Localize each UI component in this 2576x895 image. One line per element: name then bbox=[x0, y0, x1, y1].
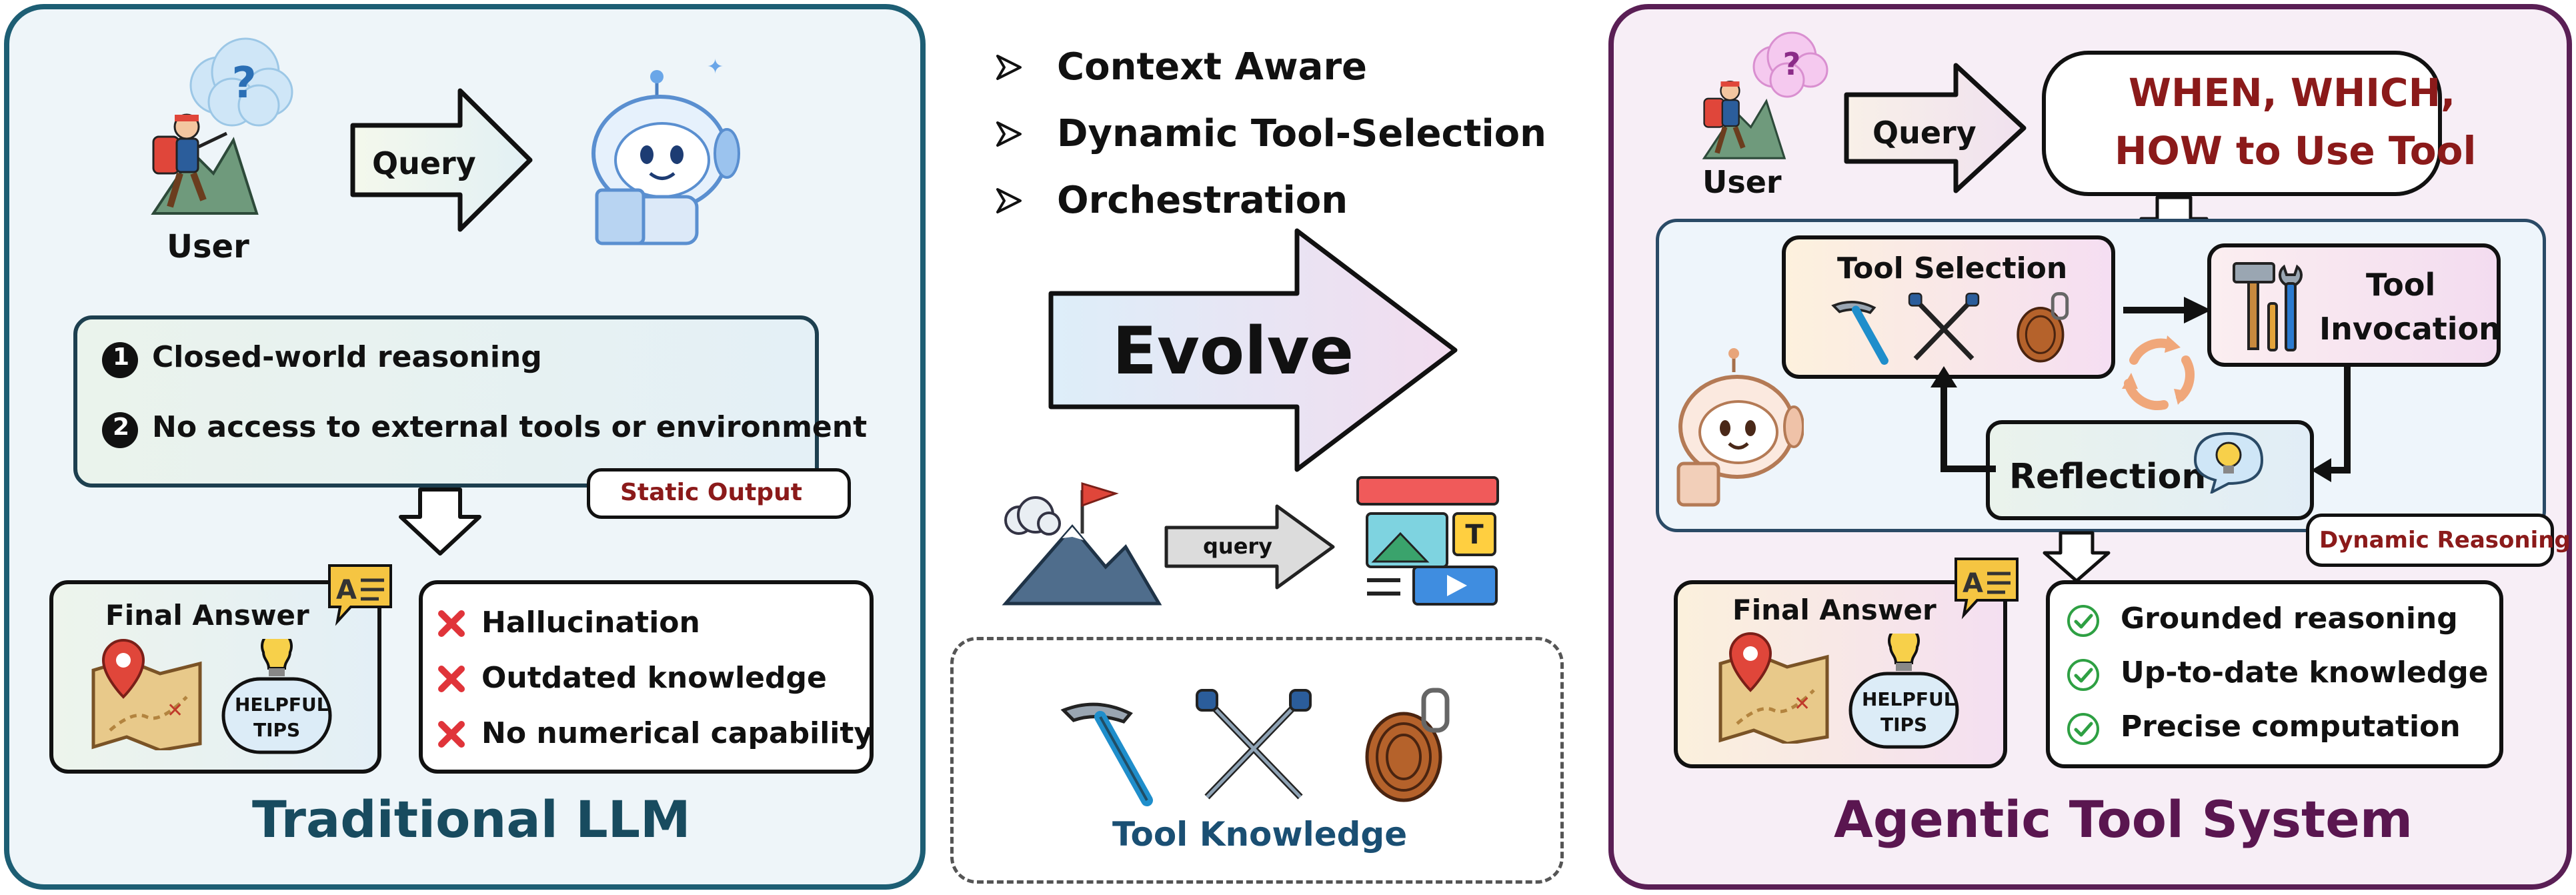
tool-selection-box bbox=[1782, 235, 2115, 379]
down-arrow bbox=[399, 488, 481, 556]
number-badge-1 bbox=[102, 342, 138, 378]
query-small-label: query bbox=[1203, 534, 1273, 559]
user-label-right: User bbox=[1702, 164, 1782, 200]
helpful-tips-icon bbox=[1848, 634, 1959, 749]
svg-text:A: A bbox=[336, 575, 357, 606]
trekking-poles-icon bbox=[1908, 292, 1980, 361]
svg-text:✕: ✕ bbox=[167, 699, 183, 722]
tool-knowledge-box bbox=[950, 637, 1564, 884]
svg-text:✕: ✕ bbox=[1794, 692, 1810, 716]
trekking-poles-icon bbox=[1196, 689, 1312, 800]
helpful-tips-icon bbox=[221, 639, 332, 754]
arrow-up-left bbox=[1930, 366, 1996, 472]
cross-icon bbox=[438, 721, 465, 748]
static-output-label: Static Output bbox=[620, 479, 802, 506]
question-box bbox=[2042, 51, 2442, 196]
question-line-2: HOW to Use Tool bbox=[2115, 128, 2477, 173]
check-icon bbox=[2067, 605, 2099, 637]
final-answer-label-right: Final Answer bbox=[1732, 594, 1937, 626]
arrowhead-icon bbox=[996, 188, 1022, 213]
lightbulb-icon bbox=[2193, 431, 2264, 494]
hiker-icon bbox=[1702, 80, 1786, 159]
tool-selection-label: Tool Selection bbox=[1837, 251, 2068, 285]
query-label-right: Query bbox=[1872, 115, 1977, 151]
tool-invocation-line-1: Tool bbox=[2366, 267, 2436, 303]
svg-text:T: T bbox=[1465, 520, 1484, 550]
check-icon bbox=[2067, 659, 2099, 691]
question-cloud-icon: ? bbox=[1752, 31, 1828, 98]
user-label: User bbox=[167, 228, 249, 265]
helpful-tips-line1-right: HELPFUL bbox=[1862, 688, 1956, 710]
qa-badge-icon: A bbox=[1955, 558, 2019, 620]
helpful-tips-line2: TIPS bbox=[253, 719, 301, 741]
query-arrow bbox=[350, 88, 533, 232]
map-icon: ✕ bbox=[91, 638, 202, 750]
svg-text:?: ? bbox=[231, 59, 256, 108]
arrow-down-left bbox=[2311, 366, 2351, 482]
mountain-icon bbox=[1002, 482, 1162, 606]
question-cloud-icon: ? bbox=[189, 37, 293, 127]
feature-1: Context Aware bbox=[1057, 45, 1368, 89]
dynamic-reasoning-badge bbox=[2306, 514, 2554, 567]
question-line-1: WHEN, WHICH, bbox=[2129, 70, 2456, 115]
agentic-tool-system-title: Agentic Tool System bbox=[1834, 790, 2413, 849]
problem-3: No numerical capability bbox=[481, 716, 874, 750]
robot-icon bbox=[1676, 348, 1804, 507]
evolve-arrow bbox=[1048, 228, 1458, 472]
dynamic-reasoning-label: Dynamic Reasoning bbox=[2319, 527, 2571, 554]
reason-number-1: 1 bbox=[113, 343, 130, 371]
media-icon: T bbox=[1356, 476, 1499, 606]
arrowhead-icon bbox=[996, 55, 1022, 80]
benefits-box bbox=[2046, 580, 2503, 768]
problem-1: Hallucination bbox=[481, 606, 700, 640]
svg-text:A: A bbox=[1963, 568, 1983, 599]
cross-icon bbox=[438, 666, 465, 692]
number-badge-2 bbox=[102, 412, 138, 448]
ice-axe-icon bbox=[1831, 301, 1888, 365]
query-arrow-small bbox=[1164, 504, 1335, 590]
cross-icon bbox=[438, 610, 465, 637]
problems-box bbox=[419, 580, 874, 774]
feature-2: Dynamic Tool-Selection bbox=[1057, 112, 1547, 155]
ice-axe-icon bbox=[1060, 702, 1153, 806]
tool-invocation-line-2: Invocation bbox=[2319, 311, 2501, 347]
tools-icon bbox=[2233, 262, 2303, 351]
reason-number-2: 2 bbox=[113, 413, 130, 441]
qa-badge-icon: A bbox=[328, 564, 392, 626]
benefit-1: Grounded reasoning bbox=[2121, 602, 2458, 636]
final-answer-label: Final Answer bbox=[105, 599, 309, 632]
map-icon: ✕ bbox=[1718, 632, 1829, 744]
reason-text-2: No access to external tools or environme… bbox=[152, 410, 868, 444]
query-label: Query bbox=[372, 145, 476, 181]
reason-text-1: Closed-world reasoning bbox=[152, 340, 542, 374]
feature-3: Orchestration bbox=[1057, 179, 1348, 222]
rope-icon bbox=[2017, 291, 2069, 363]
check-icon bbox=[2067, 713, 2099, 745]
svg-text:✦: ✦ bbox=[707, 55, 724, 79]
hiker-icon bbox=[151, 113, 259, 215]
cycle-icon bbox=[2122, 335, 2195, 411]
helpful-tips-line2-right: TIPS bbox=[1880, 714, 1928, 736]
reflection-label: Reflection bbox=[2009, 457, 2207, 497]
benefit-3: Precise computation bbox=[2121, 710, 2461, 744]
problem-2: Outdated knowledge bbox=[481, 661, 827, 695]
rope-icon bbox=[1365, 688, 1450, 802]
benefit-2: Up-to-date knowledge bbox=[2121, 656, 2489, 690]
arrow-right bbox=[2123, 297, 2211, 323]
arrowhead-icon bbox=[996, 121, 1022, 147]
tool-knowledge-label: Tool Knowledge bbox=[1112, 815, 1408, 854]
svg-text:?: ? bbox=[1783, 46, 1801, 82]
robot-icon: ✦ bbox=[591, 55, 740, 245]
helpful-tips-line1: HELPFUL bbox=[235, 694, 329, 716]
static-output-badge bbox=[587, 468, 851, 519]
query-arrow-right bbox=[1844, 63, 2027, 193]
down-arrow-right-2 bbox=[2043, 531, 2111, 583]
reasons-box bbox=[73, 315, 819, 488]
evolve-label: Evolve bbox=[1112, 313, 1354, 389]
traditional-llm-title: Traditional LLM bbox=[252, 790, 691, 849]
